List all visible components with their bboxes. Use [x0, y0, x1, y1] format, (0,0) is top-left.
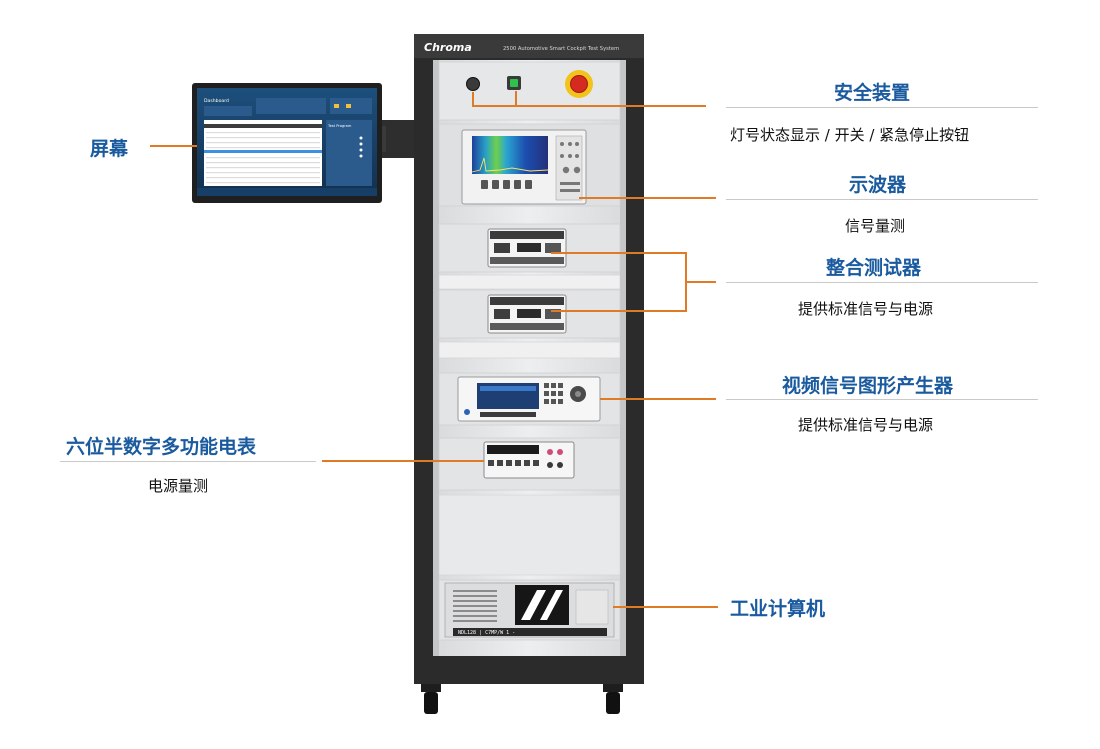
- integrated-tester-top: [438, 223, 621, 273]
- pc-panel-label: NDL128 | C7MP/W 1 -: [458, 630, 515, 636]
- callout-integrated-tester-desc: 提供标准信号与电源: [798, 300, 934, 318]
- brand-logo: Chroma: [424, 41, 472, 54]
- leader-lines: [150, 91, 718, 608]
- emergency-stop-button: [570, 75, 588, 93]
- video-signal-generator: [438, 372, 621, 426]
- callout-video-generator-desc: 提供标准信号与电源: [798, 416, 934, 434]
- callout-oscilloscope-desc: 信号量测: [845, 217, 906, 235]
- cabinet-header: [414, 34, 644, 58]
- monitor-selected-row: [204, 150, 322, 153]
- digital-multimeter: [438, 437, 621, 491]
- callout-screen-title: 屏幕: [90, 138, 129, 160]
- callout-integrated-tester-title: 整合测试器: [826, 257, 922, 279]
- monitor: Dashboard Test Program: [192, 83, 414, 203]
- casters: [421, 684, 623, 714]
- callout-video-generator-title: 视频信号图形产生器: [782, 375, 954, 397]
- title-rules: [60, 107, 1038, 462]
- callout-multimeter-title: 六位半数字多功能电表: [66, 436, 257, 458]
- oscilloscope-display: [472, 136, 548, 174]
- callout-oscilloscope-title: 示波器: [849, 174, 907, 196]
- cabinet-model-label: 2500 Automotive Smart Cockpit Test Syste…: [503, 46, 619, 52]
- svg-text:Test Program: Test Program: [327, 124, 352, 128]
- callout-industrial-pc-title: 工业计算机: [730, 598, 826, 620]
- leader-safety: [472, 91, 517, 107]
- callout-safety-title: 安全装置: [834, 82, 911, 104]
- test-cabinet: Chroma 2500 Automotive Smart Cockpit Tes…: [414, 34, 644, 714]
- callout-multimeter-desc: 电源量测: [148, 477, 209, 495]
- industrial-pc: NDL128 | C7MP/W 1 -: [438, 579, 621, 641]
- callout-safety-desc: 灯号状态显示 / 开关 / 紧急停止按钮: [730, 126, 970, 144]
- status-lamp: [466, 77, 480, 91]
- integrated-tester-bottom: [438, 289, 621, 339]
- oscilloscope: [438, 123, 621, 207]
- svg-text:Dashboard: Dashboard: [204, 98, 229, 104]
- safety-panel: [438, 61, 621, 121]
